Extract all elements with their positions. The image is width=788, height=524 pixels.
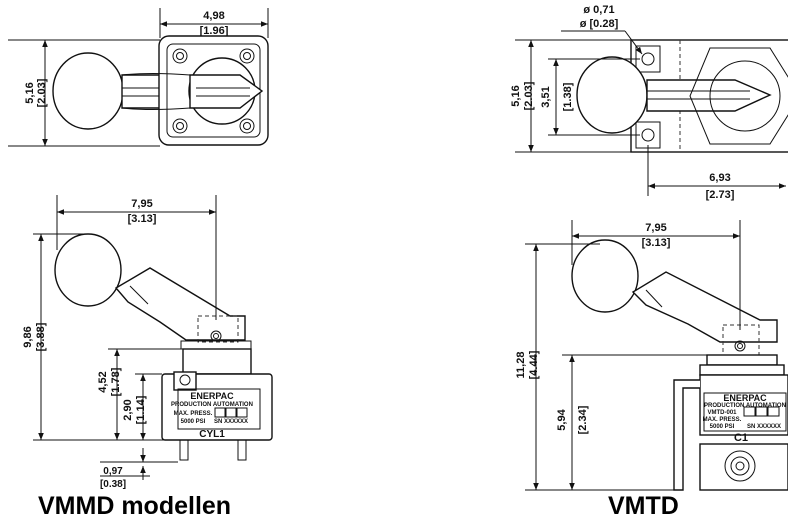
right-side-body [699,374,788,436]
left-side-reach-in: [3.13] [128,213,157,225]
right-side-sn: SN XXXXXX [747,424,781,430]
left-side-port-in: [0.38] [100,479,126,490]
left-side-body-mm: 2,90 [122,399,134,420]
right-top-arm [646,79,772,112]
right-side-total-in: [4.44] [528,350,540,379]
left-top-height-mm: 5,16 [24,82,36,103]
right-top-hex [689,47,788,145]
left-side-total-mm: 9,86 [22,326,34,347]
left-side-psi: 5000 PSI [181,419,206,425]
right-top-hole-in: ø [0.28] [580,18,619,30]
left-side-ball [54,233,122,307]
left-top-view: 4,98 [1.96] 5,16 [2.03] [8,8,269,147]
left-top-bolts [172,48,255,134]
right-side-port-label: C1 [734,432,748,444]
right-top-spacing-mm: 3,51 [540,86,552,107]
left-side-total-in: [3.88] [35,322,47,351]
right-side-arm [631,271,778,343]
left-side-view: ENERPAC PRODUCTION AUTOMATION MAX. PRESS… [22,195,273,490]
left-side-brand-sub: PRODUCTION AUTOMATION [171,402,253,408]
right-model-caption: VMTD [608,492,679,520]
right-top-hole-2 [641,128,655,142]
right-top-hole-mm: ø 0,71 [583,4,614,16]
right-side-label-plate [703,392,787,432]
right-side-reach-in: [3.13] [642,237,671,249]
right-side-brand: ENERPAC [723,393,767,403]
left-side-neck [182,348,252,375]
right-side-press: MAX. PRESS. [703,417,742,423]
right-side-psi: 5000 PSI [710,424,735,430]
left-top-ball [52,52,124,130]
left-side-body-in: [1.14] [135,395,147,424]
left-side-brand: ENERPAC [190,391,234,401]
right-side-ball [571,239,639,313]
left-side-label-plate [177,388,261,430]
left-side-press: MAX. PRESS. [174,411,213,417]
right-side-bracket [673,379,700,491]
right-top-ball [576,56,648,134]
left-side-reach-mm: 7,95 [131,198,152,210]
right-side-brand-sub: PRODUCTION AUTOMATION [704,403,786,409]
right-top-offset-in: [2.73] [706,189,735,201]
right-side-view: ENERPAC PRODUCTION AUTOMATION VMTD-001 M… [515,220,788,491]
right-top-spacing-in: [1.38] [562,82,574,111]
right-side-total-mm: 11,28 [515,352,527,379]
left-side-mid-mm: 4,52 [97,371,109,392]
left-side-port-mm: 0,97 [103,466,123,477]
left-side-model: CYL1 [199,429,225,440]
right-side-model-code: VMTD-001 [707,410,737,416]
left-side-port-1 [179,439,189,461]
right-side-mid-mm: 5,94 [556,408,568,430]
left-top-width-in: [1.96] [200,25,229,37]
right-side-mid-in: [2.34] [577,405,589,434]
right-top-view: ø 0,71 ø [0.28] 5,16 [2.03] 3,51 [1.38] … [510,4,788,201]
left-top-width-mm: 4,98 [203,10,224,22]
right-top-height-in: [2.03] [523,81,535,110]
left-side-sn: SN XXXXXX [214,419,248,425]
right-side-reach-mm: 7,95 [645,222,666,234]
left-side-clamp-head [197,315,239,343]
left-model-caption: VMMD modellen [38,492,232,520]
right-top-height-mm: 5,16 [510,85,522,106]
right-top-hole-1 [641,52,655,66]
left-side-port-2 [237,439,247,461]
left-side-mid-in: [1.78] [110,367,122,396]
left-side-arm [114,267,246,341]
left-top-height-in: [2.03] [36,78,48,107]
right-top-offset-mm: 6,93 [709,172,730,184]
